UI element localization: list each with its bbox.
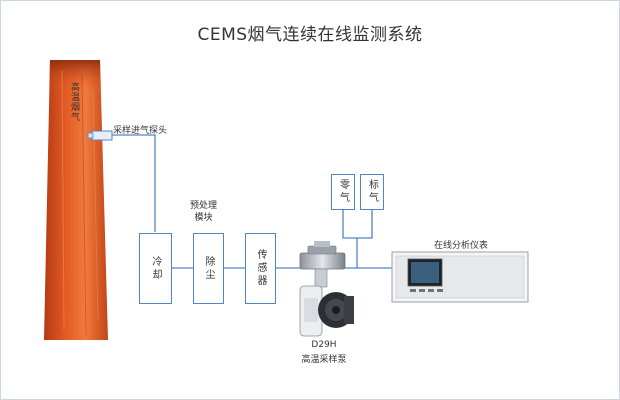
sensor-label: 传感器 bbox=[255, 249, 266, 288]
span-gas-box: 标气 bbox=[360, 174, 384, 210]
dust-removal-label: 除尘 bbox=[203, 255, 214, 282]
pretreatment-label: 预处理 模块 bbox=[190, 201, 218, 223]
analyzer-label: 在线分析仪表 bbox=[434, 241, 489, 251]
zero-gas-box: 零气 bbox=[331, 174, 355, 210]
chimney-label: 高温烟气 bbox=[69, 82, 79, 122]
cooler-label: 冷却 bbox=[150, 255, 161, 282]
cooler-box: 冷却 bbox=[139, 233, 172, 304]
online-analyzer-device bbox=[391, 251, 529, 303]
span-gas-label: 标气 bbox=[366, 179, 378, 205]
pipe-probe-to-cooler bbox=[112, 134, 156, 232]
probe-label: 采样进气探头 bbox=[113, 126, 168, 136]
chimney bbox=[44, 60, 108, 340]
pump-label: 高温采样泵 bbox=[301, 355, 347, 365]
dust-removal-box: 除尘 bbox=[193, 233, 224, 304]
sampling-probe bbox=[87, 130, 113, 141]
pump-model: D29H bbox=[311, 340, 337, 350]
zero-gas-label: 零气 bbox=[337, 179, 349, 205]
diagram-title: CEMS烟气连续在线监测系统 bbox=[197, 25, 423, 45]
pipe-gas-manifold bbox=[342, 210, 373, 239]
pump-image bbox=[299, 241, 354, 337]
sensor-box: 传感器 bbox=[245, 233, 276, 304]
